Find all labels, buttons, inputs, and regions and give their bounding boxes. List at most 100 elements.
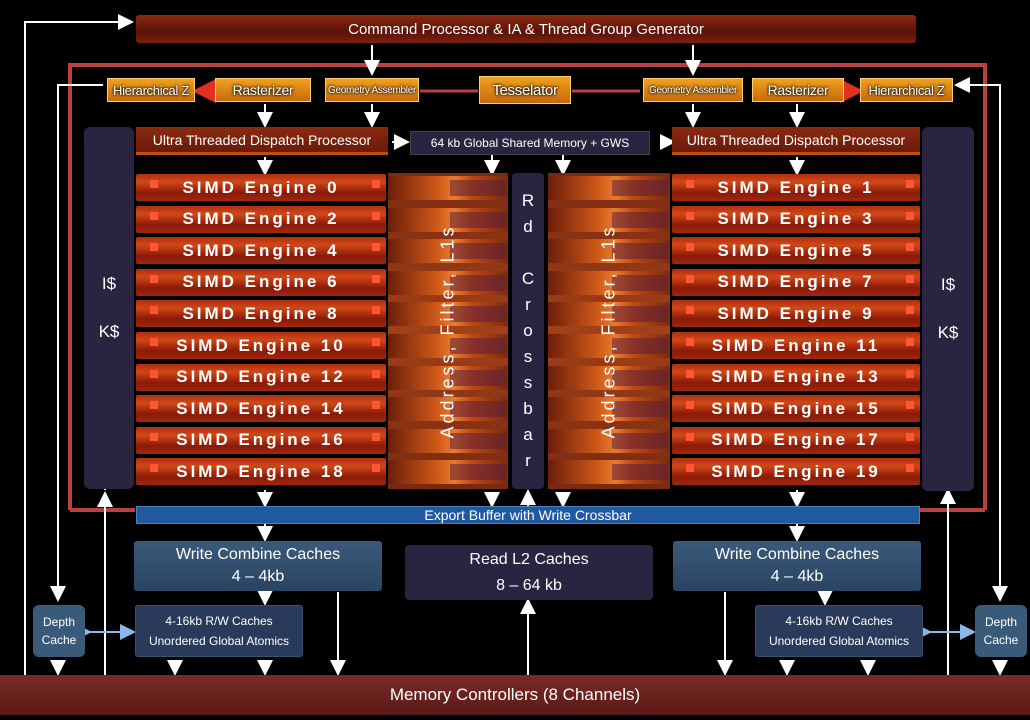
- simd-nub: [906, 369, 914, 378]
- simd-engine-label: SIMD Engine 16: [176, 430, 346, 450]
- texture-row: [548, 239, 670, 264]
- texture-label-left: Address, Filter, L1s: [437, 223, 458, 439]
- simd-nub: [372, 211, 380, 220]
- texture-cell: [450, 274, 506, 291]
- instruction-constant-cache-left: I$ K$: [84, 127, 134, 489]
- simd-nub: [372, 401, 380, 410]
- crossbar-letter: s: [523, 347, 533, 366]
- texture-cell: [612, 369, 668, 386]
- simd-engine-right-1: SIMD Engine 3: [672, 205, 920, 233]
- texture-cell: [612, 180, 668, 196]
- rw-right-line2: Unordered Global Atomics: [768, 634, 910, 648]
- texture-row: [388, 334, 508, 358]
- crossbar-letter: r: [525, 451, 531, 470]
- simd-engine-label: SIMD Engine 12: [176, 367, 346, 387]
- simd-engine-right-3: SIMD Engine 7: [672, 268, 920, 296]
- simd-engine-label: SIMD Engine 3: [717, 209, 875, 229]
- texture-row: [388, 460, 508, 485]
- simd-nub: [906, 464, 914, 473]
- simd-engine-right-4: SIMD Engine 9: [672, 300, 920, 328]
- write-combine-caches-left: Write Combine Caches 4 – 4kb: [134, 541, 382, 591]
- texture-cell: [612, 432, 668, 449]
- command-processor: Command Processor & IA & Thread Group Ge…: [136, 15, 916, 43]
- simd-nub: [906, 243, 914, 252]
- simd-nub: [686, 180, 694, 188]
- simd-nub: [372, 274, 380, 283]
- simd-nub: [372, 338, 380, 346]
- simd-engine-left-6: SIMD Engine 12: [136, 363, 386, 391]
- read-l2-caches: Read L2 Caches 8 – 64 kb: [405, 545, 653, 600]
- rasterizer-right-label: Rasterizer: [767, 82, 829, 98]
- texture-row: [548, 176, 670, 200]
- depth-right-line2: Cache: [983, 633, 1019, 647]
- depth-cache-left: Depth Cache: [33, 605, 85, 657]
- kcache-right-label: K$: [937, 323, 959, 342]
- simd-nub: [906, 432, 914, 441]
- simd-nub: [906, 180, 914, 188]
- simd-engine-label: SIMD Engine 6: [182, 272, 340, 292]
- texture-cell: [450, 306, 506, 323]
- simd-nub: [150, 401, 158, 410]
- export-buffer: Export Buffer with Write Crossbar: [136, 506, 920, 524]
- texture-cell: [612, 211, 668, 228]
- texture-row: [388, 397, 508, 422]
- wcc-right-line2: 4 – 4kb: [770, 568, 824, 585]
- dispatch-processor-right: Ultra Threaded Dispatch Processor: [672, 127, 920, 155]
- texture-label-right: Address, Filter, L1s: [598, 223, 619, 439]
- simd-engine-right-2: SIMD Engine 5: [672, 237, 920, 265]
- simd-engine-label: SIMD Engine 8: [182, 303, 340, 323]
- texture-row: [548, 397, 670, 422]
- tesselator-label: Tesselator: [492, 81, 558, 99]
- simd-nub: [686, 464, 694, 473]
- simd-engine-label: SIMD Engine 0: [182, 177, 340, 197]
- texture-cell: [612, 401, 668, 418]
- simd-engine-left-5: SIMD Engine 10: [136, 332, 386, 359]
- texture-cell: [450, 401, 506, 418]
- icache-right-label: I$: [940, 275, 956, 294]
- texture-row: [388, 302, 508, 327]
- simd-engine-right-9: SIMD Engine 19: [672, 458, 920, 486]
- simd-engine-label: SIMD Engine 4: [182, 240, 340, 260]
- geometry-assembler-left: Geometry Assembler: [325, 78, 419, 102]
- simd-engine-right-6: SIMD Engine 13: [672, 363, 920, 391]
- simd-nub: [150, 464, 158, 473]
- simd-nub: [150, 243, 158, 252]
- simd-engine-label: SIMD Engine 17: [711, 430, 881, 450]
- rw-caches-left: 4-16kb R/W Caches Unordered Global Atomi…: [135, 605, 303, 657]
- simd-nub: [686, 274, 694, 283]
- simd-engine-left-2: SIMD Engine 4: [136, 237, 386, 265]
- simd-nub: [150, 211, 158, 220]
- texture-row: [548, 460, 670, 485]
- simd-engine-right-0: SIMD Engine 1: [672, 174, 920, 201]
- texture-cell: [450, 464, 506, 481]
- rw-caches-right: 4-16kb R/W Caches Unordered Global Atomi…: [755, 605, 923, 657]
- crossbar-letter: s: [523, 373, 533, 392]
- crossbar-letter: b: [523, 399, 533, 418]
- simd-engine-label: SIMD Engine 9: [717, 303, 875, 323]
- simd-nub: [150, 432, 158, 441]
- icache-left-label: I$: [101, 274, 117, 293]
- simd-nub: [686, 401, 694, 410]
- simd-nub: [686, 432, 694, 441]
- simd-engine-label: SIMD Engine 15: [711, 398, 881, 418]
- texture-label-right-wrap: Address, Filter, L1s: [548, 173, 670, 489]
- simd-engine-label: SIMD Engine 18: [176, 461, 346, 481]
- simd-engine-left-7: SIMD Engine 14: [136, 395, 386, 423]
- simd-nub: [686, 306, 694, 315]
- texture-cell: [450, 338, 506, 354]
- simd-engine-label: SIMD Engine 13: [711, 367, 881, 387]
- depth-left-line2: Cache: [41, 633, 77, 647]
- simd-nub: [906, 306, 914, 315]
- hierarchical-z-right: Hierarchical Z: [860, 78, 953, 102]
- depth-right-line1: Depth: [984, 615, 1018, 629]
- simd-engine-left-4: SIMD Engine 8: [136, 300, 386, 328]
- simd-engine-label: SIMD Engine 11: [711, 335, 881, 355]
- texture-cell: [612, 338, 668, 354]
- simd-engine-label: SIMD Engine 10: [176, 335, 346, 355]
- crossbar-letter: r: [525, 295, 531, 314]
- texture-row: [388, 176, 508, 200]
- texture-row: [548, 334, 670, 358]
- hierarchical-z-right-label: Hierarchical Z: [868, 82, 945, 98]
- geometry-assembler-right-label: Geometry Assembler: [649, 84, 737, 96]
- simd-nub: [150, 274, 158, 283]
